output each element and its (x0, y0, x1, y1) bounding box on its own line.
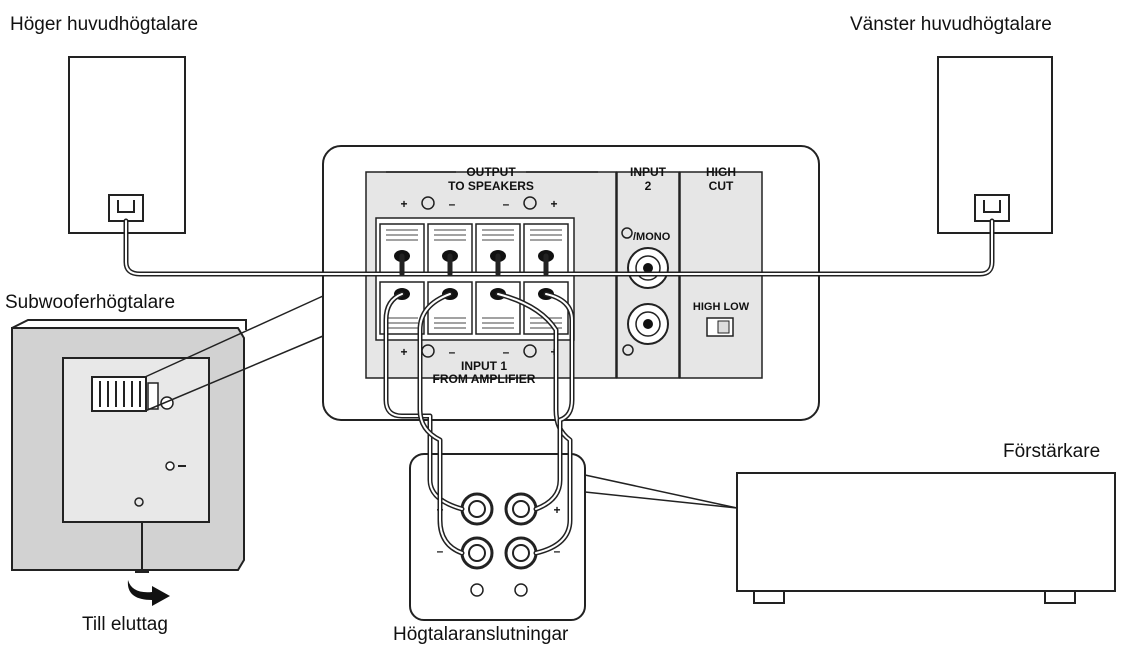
spring-terminal-grid (375, 217, 575, 341)
minus-sign: – (554, 544, 561, 558)
subwoofer-speaker (11, 319, 247, 606)
left-main-speaker (937, 56, 1053, 234)
left-channel-icon (523, 344, 537, 358)
speaker-terminal-icon (108, 194, 144, 222)
left-channel-icon (621, 227, 633, 239)
subwoofer-speaker-label: Subwooferhögtalare (5, 292, 175, 313)
mono-label: /MONO (633, 231, 671, 243)
right-channel-icon (622, 344, 634, 356)
callout-line (144, 335, 324, 412)
right-main-speaker (68, 56, 186, 234)
input1-label: INPUT 1 (461, 359, 507, 373)
speaker-connections-closeup: + + – – (409, 453, 586, 621)
minus-sign: – (449, 197, 456, 211)
right-channel-icon (470, 583, 484, 597)
arrow-right-icon (127, 580, 170, 606)
right-main-speaker-label: Höger huvudhögtalare (10, 14, 198, 35)
plus-sign: + (550, 197, 557, 211)
high-label: HIGH (706, 165, 736, 179)
callout-line (144, 295, 324, 378)
cut-label: CUT (709, 179, 734, 193)
from-amplifier-label: FROM AMPLIFIER (433, 372, 536, 386)
plus-sign: + (553, 503, 560, 517)
left-main-speaker-label: Vänster huvudhögtalare (850, 14, 1052, 35)
amplifier-label: Förstärkare (1003, 441, 1100, 462)
minus-sign: – (449, 345, 456, 359)
speaker-terminal-icon (974, 194, 1010, 222)
power-indicator-icon (165, 461, 175, 471)
to-outlet-label: Till eluttag (82, 614, 168, 635)
right-channel-icon (421, 196, 435, 210)
speaker-connections-label: Högtalaranslutningar (393, 624, 569, 645)
minus-sign: – (503, 197, 510, 211)
callout-line (584, 474, 738, 509)
amplifier (736, 472, 1116, 604)
high-low-label: HIGH LOW (693, 301, 750, 313)
minus-sign: – (503, 345, 510, 359)
minus-sign: – (437, 544, 444, 558)
speaker-wires (123, 218, 995, 556)
input2-number: 2 (645, 179, 652, 193)
left-channel-icon (523, 196, 537, 210)
input2-label: INPUT (630, 165, 667, 179)
callout-line (584, 491, 738, 509)
output-label: OUTPUT (466, 165, 516, 179)
plus-sign: + (400, 345, 407, 359)
power-inlet-icon (134, 497, 144, 507)
to-speakers-label: TO SPEAKERS (448, 179, 534, 193)
plus-sign: + (400, 197, 407, 211)
left-channel-icon (514, 583, 528, 597)
